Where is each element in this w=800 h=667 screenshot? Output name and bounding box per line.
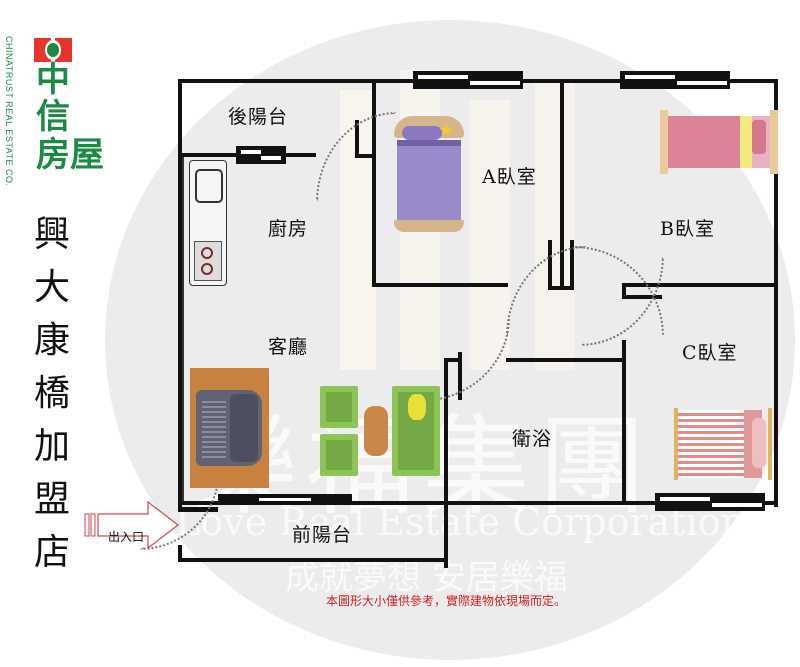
- wall: [506, 358, 626, 362]
- logo-english: CHINATRUST REAL ESTATE CO.: [4, 36, 14, 187]
- wall: [560, 79, 564, 289]
- room-label-bedroom-b: B臥室: [660, 218, 715, 240]
- kitchen-counter: [189, 160, 227, 286]
- window: [413, 71, 523, 89]
- bed-b: [660, 110, 778, 174]
- entrance-label: 出入口: [108, 530, 145, 544]
- tv-cabinet: [190, 368, 269, 488]
- cushion-icon: [408, 394, 426, 420]
- sofa: [392, 386, 440, 476]
- room-label-living-room: 客廳: [268, 336, 309, 358]
- armchair: [320, 386, 358, 428]
- room-label-bedroom-c: C臥室: [682, 342, 738, 364]
- room-label-bedroom-a: A臥室: [482, 166, 537, 188]
- logo-emblem: [34, 38, 72, 62]
- wall: [178, 545, 182, 562]
- wall: [444, 360, 448, 568]
- disclaimer-text: 本圖形大小僅供參考，實際建物依現場而定。: [326, 594, 567, 608]
- window: [236, 146, 286, 164]
- wall: [622, 340, 626, 505]
- room-label-bathroom: 衛浴: [512, 428, 553, 450]
- wall: [774, 79, 778, 507]
- wall: [182, 157, 184, 501]
- wall: [178, 558, 448, 562]
- wall: [178, 79, 182, 511]
- wall: [372, 283, 508, 287]
- bed-c: [674, 408, 774, 480]
- window: [620, 71, 730, 89]
- star-icon: ★: [438, 120, 455, 141]
- sink-icon: [195, 169, 223, 203]
- wall: [178, 501, 778, 505]
- bed-a: ★: [394, 116, 464, 234]
- window: [218, 494, 352, 504]
- watermark-slogan: 成就夢想 安居樂福: [285, 558, 568, 598]
- window: [655, 493, 765, 511]
- wall: [622, 283, 778, 287]
- watermark-english: Love Real Estate Corporation: [175, 500, 746, 544]
- tv-icon: [196, 390, 262, 466]
- logo-chinese: 中 信 房屋: [36, 60, 104, 175]
- store-title: 興 大 康 橋 加 盟 店: [33, 214, 70, 573]
- entrance-arrow-icon: [84, 500, 180, 550]
- globe-icon: [47, 43, 59, 57]
- coffee-table: [364, 406, 388, 456]
- room-label-front-balcony: 前陽台: [292, 524, 353, 546]
- room-label-kitchen: 廚房: [268, 218, 309, 240]
- room-label-rear-balcony: 後陽台: [228, 106, 289, 128]
- stove-icon: [194, 241, 222, 281]
- armchair: [320, 434, 358, 476]
